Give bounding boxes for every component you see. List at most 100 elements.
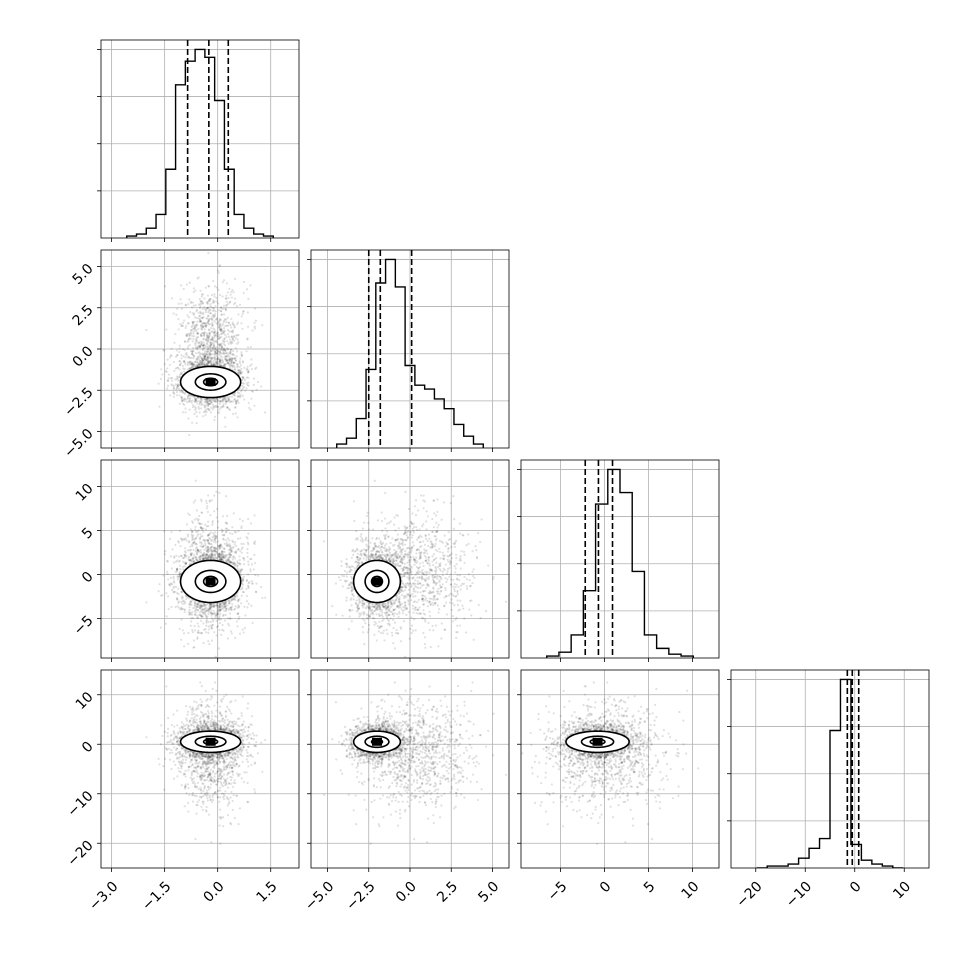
sample-point bbox=[224, 297, 228, 300]
sample-point bbox=[216, 323, 219, 326]
sample-point bbox=[212, 361, 215, 365]
sample-point bbox=[201, 615, 204, 618]
sample-point bbox=[218, 544, 221, 548]
sample-point bbox=[214, 334, 217, 337]
sample-point bbox=[215, 536, 218, 539]
sample-point bbox=[222, 349, 225, 352]
sample-point bbox=[195, 530, 198, 533]
sample-point bbox=[205, 362, 208, 366]
sample-point bbox=[202, 552, 206, 555]
sample-point bbox=[162, 574, 165, 577]
sample-point bbox=[199, 554, 202, 558]
sample-point bbox=[169, 354, 172, 357]
sample-point bbox=[225, 354, 228, 358]
sample-point bbox=[228, 545, 231, 548]
sample-point bbox=[217, 606, 220, 609]
sample-point bbox=[216, 358, 219, 361]
sample-point bbox=[209, 542, 212, 545]
sample-point bbox=[208, 334, 211, 337]
sample-point bbox=[247, 325, 250, 328]
sample-point bbox=[217, 616, 220, 619]
sample-point bbox=[204, 286, 207, 289]
sample-point bbox=[189, 360, 192, 363]
sample-point bbox=[183, 340, 187, 343]
sample-point bbox=[218, 553, 221, 556]
sample-point bbox=[174, 367, 177, 370]
sample-point bbox=[231, 561, 234, 564]
panel-1-0: −5.0−2.50.02.55.0 bbox=[61, 249, 300, 461]
sample-point bbox=[180, 396, 183, 399]
sample-point bbox=[211, 627, 214, 630]
sample-point bbox=[213, 345, 216, 348]
sample-point bbox=[193, 645, 196, 649]
sample-point bbox=[202, 358, 205, 362]
sample-point bbox=[219, 553, 223, 556]
panel-0-0 bbox=[97, 39, 300, 242]
sample-point bbox=[192, 290, 195, 294]
sample-point bbox=[175, 585, 178, 588]
sample-point bbox=[235, 401, 238, 404]
sample-point bbox=[194, 613, 197, 616]
sample-point bbox=[196, 548, 199, 552]
sample-point bbox=[219, 606, 222, 609]
sample-point bbox=[250, 563, 254, 566]
sample-point bbox=[219, 543, 222, 546]
sample-point bbox=[221, 398, 225, 401]
sample-point bbox=[206, 551, 209, 554]
sample-point bbox=[180, 389, 183, 393]
sample-point bbox=[210, 358, 213, 361]
sample-point bbox=[182, 360, 186, 363]
sample-point bbox=[183, 359, 186, 363]
sample-point bbox=[239, 364, 242, 367]
sample-point bbox=[209, 309, 212, 312]
sample-point bbox=[193, 610, 196, 613]
sample-point bbox=[186, 361, 190, 364]
sample-point bbox=[182, 600, 185, 603]
sample-point bbox=[195, 509, 198, 512]
sample-point bbox=[227, 622, 230, 625]
sample-point bbox=[203, 628, 206, 631]
sample-point bbox=[216, 334, 219, 337]
sample-point bbox=[217, 353, 220, 356]
sample-point bbox=[220, 342, 223, 345]
sample-point bbox=[176, 591, 179, 595]
sample-point bbox=[208, 318, 211, 321]
sample-point bbox=[207, 620, 210, 624]
sample-point bbox=[239, 563, 242, 566]
sample-point bbox=[225, 297, 228, 300]
sample-point bbox=[222, 349, 225, 352]
sample-point bbox=[231, 539, 234, 542]
sample-point bbox=[204, 544, 207, 547]
sample-point bbox=[209, 317, 212, 320]
sample-point bbox=[188, 562, 192, 565]
sample-point bbox=[225, 324, 228, 327]
sample-point bbox=[191, 350, 194, 353]
sample-point bbox=[233, 326, 236, 329]
sample-point bbox=[221, 556, 224, 559]
sample-point bbox=[180, 590, 183, 593]
sample-point bbox=[225, 321, 228, 324]
sample-point bbox=[192, 607, 195, 610]
sample-point bbox=[181, 556, 185, 560]
sample-point bbox=[186, 395, 190, 399]
sample-point bbox=[214, 550, 217, 553]
sample-point bbox=[201, 610, 204, 613]
sample-point bbox=[172, 590, 175, 593]
sample-point bbox=[177, 541, 180, 544]
sample-point bbox=[204, 612, 207, 615]
sample-point bbox=[236, 561, 239, 564]
sample-point bbox=[211, 363, 214, 367]
sample-point bbox=[195, 400, 198, 403]
sample-point bbox=[197, 317, 200, 320]
sample-point bbox=[207, 403, 210, 406]
sample-point bbox=[223, 556, 227, 559]
sample-point bbox=[195, 347, 198, 350]
sample-point bbox=[222, 347, 225, 350]
sample-point bbox=[185, 539, 188, 542]
sample-point bbox=[206, 400, 209, 403]
sample-point bbox=[163, 363, 166, 366]
sample-point bbox=[229, 352, 232, 355]
sample-point bbox=[225, 521, 228, 524]
sample-point bbox=[198, 344, 202, 348]
